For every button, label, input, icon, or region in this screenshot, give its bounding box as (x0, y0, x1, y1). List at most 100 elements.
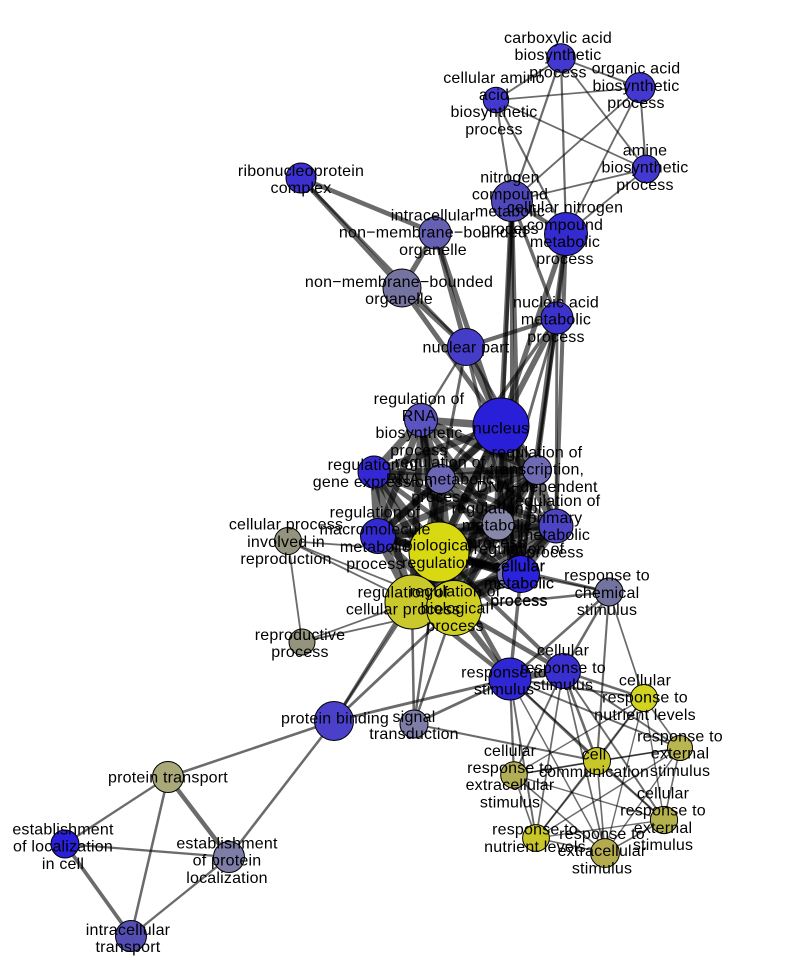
svg-text:cellular: cellular (493, 558, 546, 575)
svg-text:stimulus: stimulus (474, 682, 534, 699)
svg-text:response to: response to (492, 822, 578, 839)
svg-text:signal: signal (392, 709, 435, 726)
svg-text:external: external (651, 746, 710, 763)
svg-text:stimulus: stimulus (480, 794, 540, 811)
svg-text:acid: acid (479, 87, 509, 104)
svg-text:chemical: chemical (575, 585, 640, 602)
svg-text:process: process (468, 535, 525, 552)
svg-text:biosynthetic: biosynthetic (593, 78, 680, 95)
svg-text:regulation of: regulation of (410, 583, 501, 600)
svg-text:organelle: organelle (365, 291, 433, 308)
svg-text:protein binding: protein binding (281, 711, 389, 728)
svg-text:organic acid: organic acid (592, 61, 681, 78)
svg-text:process: process (490, 593, 547, 610)
svg-text:protein transport: protein transport (108, 770, 228, 787)
svg-text:process: process (390, 442, 447, 459)
svg-text:localization: localization (186, 870, 268, 887)
svg-text:regulation of: regulation of (452, 500, 543, 517)
svg-text:response to: response to (520, 660, 606, 677)
svg-text:cell: cell (582, 747, 607, 764)
svg-text:of protein: of protein (193, 853, 262, 870)
svg-text:process: process (271, 644, 328, 661)
svg-text:external: external (634, 820, 693, 837)
svg-text:extracellular: extracellular (558, 843, 647, 860)
svg-text:transduction: transduction (369, 726, 459, 743)
svg-text:response to: response to (467, 760, 553, 777)
svg-text:response to: response to (559, 826, 645, 843)
svg-text:metabolic: metabolic (521, 312, 591, 329)
svg-text:regulation: regulation (402, 555, 474, 572)
svg-text:nutrient levels: nutrient levels (594, 707, 696, 724)
svg-text:cellular: cellular (637, 785, 690, 802)
svg-text:stimulus: stimulus (572, 860, 632, 877)
svg-text:process: process (346, 556, 403, 573)
svg-text:involved in: involved in (247, 534, 325, 551)
svg-text:stimulus: stimulus (633, 837, 693, 854)
svg-text:in cell: in cell (42, 856, 84, 873)
svg-text:regulation of: regulation of (510, 493, 601, 510)
svg-text:stimulus: stimulus (533, 677, 593, 694)
svg-text:biosynthetic: biosynthetic (451, 104, 538, 121)
svg-text:reproductive: reproductive (255, 627, 345, 644)
svg-text:stimulus: stimulus (577, 602, 637, 619)
svg-text:stimulus: stimulus (650, 763, 710, 780)
svg-text:regulation of: regulation of (330, 504, 421, 521)
svg-text:process: process (411, 489, 468, 506)
svg-text:process: process (607, 95, 664, 112)
svg-text:non−membrane−bounded: non−membrane−bounded (339, 225, 527, 242)
svg-text:organelle: organelle (399, 242, 467, 259)
svg-text:compound: compound (527, 217, 603, 234)
svg-text:response to: response to (461, 665, 547, 682)
svg-text:cellular: cellular (619, 672, 672, 689)
svg-text:primary: primary (528, 510, 583, 527)
svg-text:process: process (526, 544, 583, 561)
svg-text:intracellular: intracellular (391, 207, 476, 224)
svg-text:of localization: of localization (13, 839, 113, 856)
svg-text:complex: complex (271, 180, 332, 197)
svg-text:establishment: establishment (12, 821, 114, 838)
svg-text:biological: biological (404, 538, 473, 555)
svg-text:process: process (616, 177, 673, 194)
svg-text:nitrogen: nitrogen (480, 169, 539, 186)
svg-text:response to: response to (602, 690, 688, 707)
svg-text:metabolic: metabolic (462, 518, 532, 535)
svg-text:biological: biological (421, 601, 490, 618)
svg-text:nucleic acid: nucleic acid (513, 294, 599, 311)
svg-text:amine: amine (623, 142, 668, 159)
svg-text:response to: response to (564, 568, 650, 585)
svg-text:nutrient levels: nutrient levels (484, 839, 586, 856)
svg-text:regulation of: regulation of (328, 457, 419, 474)
svg-text:biosynthetic: biosynthetic (376, 425, 463, 442)
svg-text:regulation of: regulation of (395, 454, 486, 471)
svg-text:cellular: cellular (493, 558, 546, 575)
svg-text:cellular nitrogen: cellular nitrogen (507, 200, 623, 217)
svg-text:regulation of: regulation of (358, 585, 449, 602)
svg-text:reproduction: reproduction (240, 551, 331, 568)
svg-text:RNA: RNA (402, 408, 437, 425)
svg-text:communication: communication (539, 764, 649, 781)
svg-text:extracellular: extracellular (466, 777, 555, 794)
svg-text:cellular process: cellular process (229, 517, 343, 534)
svg-text:ribonucleoprotein: ribonucleoprotein (238, 163, 364, 180)
svg-text:metabolic: metabolic (340, 539, 410, 556)
svg-text:establishment: establishment (176, 835, 278, 852)
svg-text:process: process (527, 329, 584, 346)
svg-text:nuclear part: nuclear part (423, 340, 510, 357)
svg-text:gene expression: gene expression (313, 474, 433, 491)
svg-text:regulation of: regulation of (492, 444, 583, 461)
svg-text:process: process (465, 121, 522, 138)
svg-text:RNA metabolic: RNA metabolic (386, 472, 494, 489)
svg-text:biosynthetic: biosynthetic (515, 47, 602, 64)
svg-text:process: process (490, 593, 547, 610)
svg-text:cellular: cellular (537, 643, 590, 660)
svg-text:response to: response to (620, 803, 706, 820)
svg-text:transport: transport (96, 939, 161, 956)
svg-text:cellular amino: cellular amino (443, 70, 545, 87)
svg-text:process: process (426, 618, 483, 635)
svg-text:DNA−dependent: DNA−dependent (476, 479, 598, 496)
svg-text:non−membrane−bounded: non−membrane−bounded (305, 274, 493, 291)
svg-text:process: process (481, 221, 538, 238)
svg-text:process: process (536, 251, 593, 268)
svg-text:metabolic: metabolic (520, 527, 590, 544)
svg-text:biosynthetic: biosynthetic (602, 160, 689, 177)
